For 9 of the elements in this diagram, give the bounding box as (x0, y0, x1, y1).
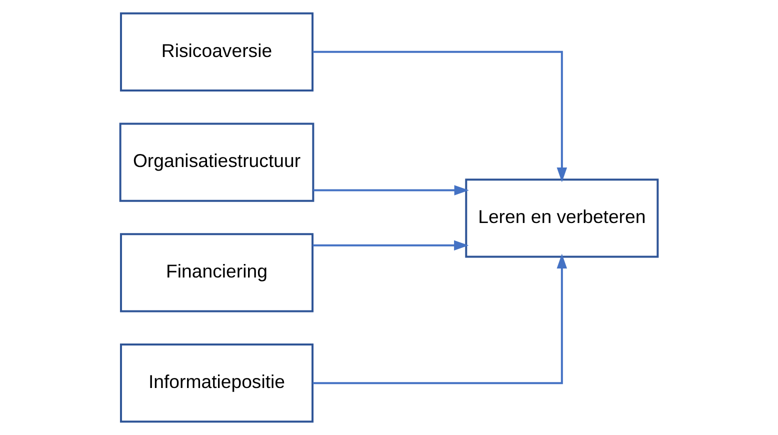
arrow (312, 50, 568, 182)
node-box: Organisatiestructuur (119, 122, 314, 202)
arrow (312, 240, 469, 251)
node-box: Risicoaversie (120, 12, 314, 92)
arrow (312, 254, 568, 384)
node-box: Financiering (120, 233, 314, 312)
node-box: Informatiepositie (120, 344, 314, 423)
node-box: Leren en verbeteren (465, 178, 659, 258)
arrow (313, 185, 469, 196)
